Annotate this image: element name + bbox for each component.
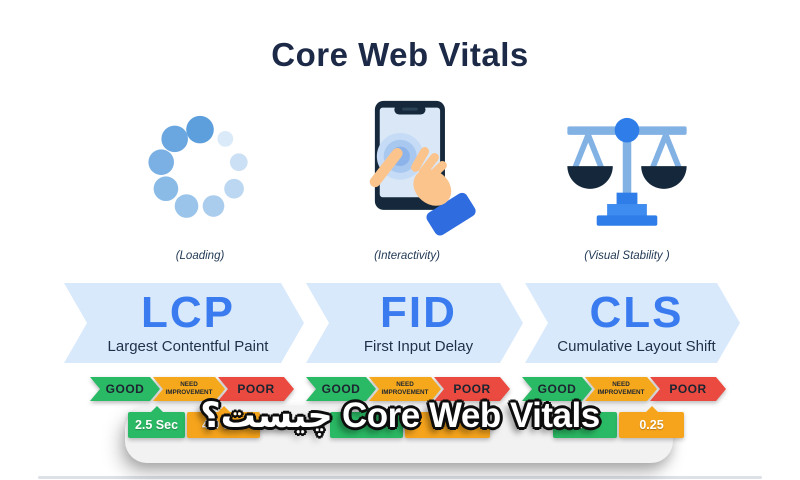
- fid-full-name: First Input Delay: [363, 338, 474, 355]
- cls-scale-good: GOOD: [522, 377, 592, 401]
- lcp-poor-threshold: 4.0 Sec: [187, 406, 260, 438]
- lcp-scale: GOOD NEED IMPROVEMENT POOR: [90, 377, 294, 401]
- fid-poor-threshold: [405, 406, 490, 438]
- metric-column-lcp: (Loading): [115, 94, 285, 262]
- fid-scale-need-improvement: NEED IMPROVEMENT: [369, 377, 441, 401]
- page-title: Core Web Vitals: [271, 36, 529, 73]
- lcp-scale-need-improvement: NEED IMPROVEMENT: [153, 377, 225, 401]
- lcp-full-name: Largest Contentful Paint: [107, 338, 269, 355]
- aspect-label-interactivity: (Interactivity): [374, 250, 440, 262]
- loading-spinner-icon: [136, 94, 264, 244]
- aspect-label-visual-stability: (Visual Stability ): [584, 250, 670, 262]
- lcp-banner: LCP Largest Contentful Paint: [64, 283, 304, 363]
- fid-scale-good: GOOD: [306, 377, 376, 401]
- fid-good-threshold: [330, 406, 403, 438]
- fid-scale-poor: POOR: [434, 377, 510, 401]
- cls-scale-need-improvement: NEED IMPROVEMENT: [585, 377, 657, 401]
- cls-scale-poor: POOR: [650, 377, 726, 401]
- cls-good-threshold: 0.1: [553, 406, 617, 438]
- overlay-heading: Core Web Vitals چیست؟: [200, 396, 600, 435]
- bottom-divider: [38, 476, 762, 479]
- aspect-label-loading: (Loading): [175, 250, 225, 262]
- lcp-good-threshold: 2.5 Sec: [128, 406, 185, 438]
- cls-banner: CLS Cumulative Layout Shift: [525, 283, 740, 363]
- fid-abbr: FID: [380, 288, 457, 337]
- lcp-scale-good: GOOD: [90, 377, 160, 401]
- cls-full-name: Cumulative Layout Shift: [557, 338, 716, 355]
- lcp-scale-poor: POOR: [218, 377, 294, 401]
- lcp-abbr: LCP: [141, 288, 235, 337]
- touch-tap-hand-icon: [334, 94, 480, 244]
- fid-banner: FID First Input Delay: [306, 283, 523, 363]
- metric-column-cls: (Visual Stability ): [542, 94, 712, 262]
- cls-abbr: CLS: [589, 288, 684, 337]
- cls-poor-threshold: 0.25: [619, 406, 684, 438]
- metric-column-fid: (Interactivity): [322, 94, 492, 262]
- fid-scale: GOOD NEED IMPROVEMENT POOR: [306, 377, 510, 401]
- balance-scale-icon: [556, 94, 698, 244]
- cls-scale: GOOD NEED IMPROVEMENT POOR: [522, 377, 726, 401]
